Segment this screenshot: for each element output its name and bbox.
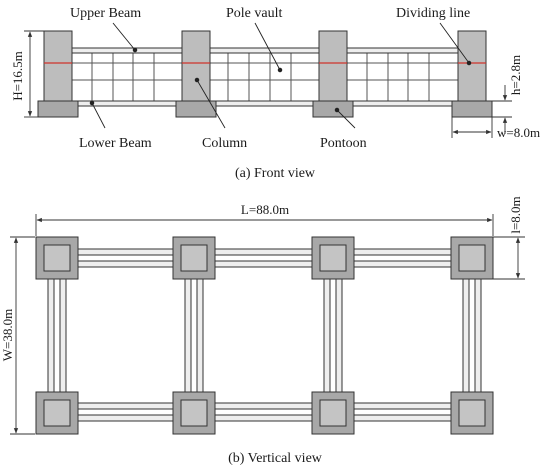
lower-beam xyxy=(71,100,461,107)
pontoon-height-label: h=2.8m xyxy=(508,55,523,95)
width-dimension xyxy=(10,236,35,435)
dividing-line-label: Dividing line xyxy=(396,6,470,21)
vertical-view-caption: (b) Vertical view xyxy=(228,451,323,466)
front-view: Upper Beam Pole vault Dividing line Lowe… xyxy=(10,6,540,181)
vertical-view: L=88.0m l=8.0m W=38.0m (b) Vertical view xyxy=(0,196,525,466)
pontoon-label: Pontoon xyxy=(320,136,367,151)
length-dimension xyxy=(35,214,494,236)
pontoon-width-dimension xyxy=(451,117,493,138)
vertical-beams xyxy=(47,272,482,402)
pontoon-length-label: l=8.0m xyxy=(508,196,523,233)
leader-lines xyxy=(89,22,472,129)
pontoon-length-dimension xyxy=(493,236,525,280)
upper-beam-label: Upper Beam xyxy=(70,6,141,21)
height-dimension xyxy=(24,30,44,118)
columns-plan xyxy=(43,244,486,427)
pole-vault-label: Pole vault xyxy=(226,6,282,21)
pontoon-width-label: w=8.0m xyxy=(497,125,540,140)
front-view-caption: (a) Front view xyxy=(235,166,316,181)
pontoons-plan xyxy=(35,236,494,435)
pontoons xyxy=(37,100,493,118)
pole-vault-truss xyxy=(72,53,460,101)
horizontal-beams xyxy=(74,248,456,422)
pontoon-height-dimension xyxy=(492,85,512,134)
column-label: Column xyxy=(202,136,247,151)
length-dimension-label: L=88.0m xyxy=(241,202,289,217)
height-dimension-label: H=16.5m xyxy=(10,51,25,101)
upper-beam xyxy=(71,47,461,54)
width-dimension-label: W=38.0m xyxy=(0,309,15,361)
lower-beam-label: Lower Beam xyxy=(79,136,152,151)
columns xyxy=(43,30,487,102)
